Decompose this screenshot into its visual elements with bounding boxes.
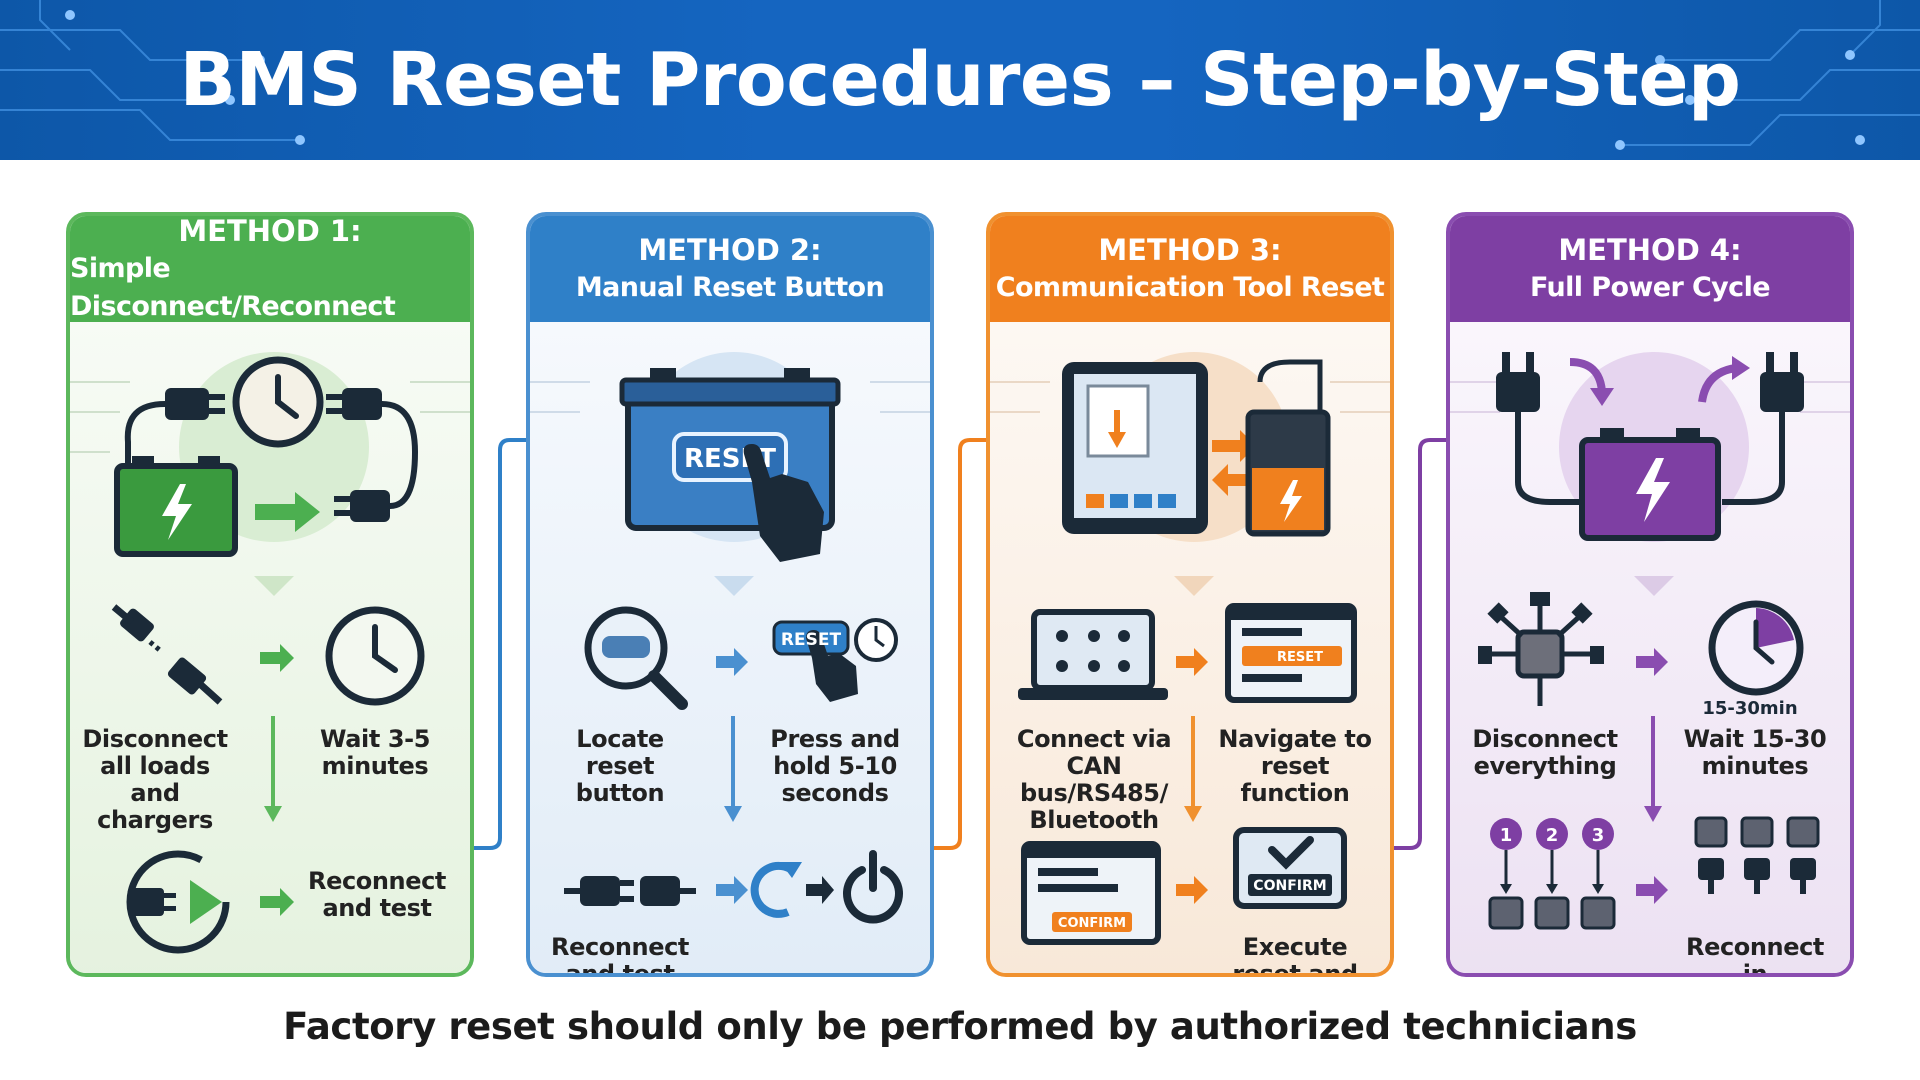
method-2-name: Manual Reset Button xyxy=(575,272,885,303)
method-4-label: METHOD 4: xyxy=(1558,233,1742,267)
clock-icon xyxy=(325,606,425,706)
seq-number-2: 2 xyxy=(1546,825,1559,846)
reconnect-plugs-icon xyxy=(1694,816,1820,894)
timer-badge: 15-30min xyxy=(1702,698,1797,719)
unplug-icon xyxy=(111,604,223,705)
step-1-label: Disconnect everything xyxy=(1472,725,1618,780)
seq-number-3: 3 xyxy=(1592,825,1605,846)
step-1-label: Locate reset button xyxy=(575,725,665,807)
checkmark-screen-icon xyxy=(1233,827,1347,909)
confirm-button-text-2: CONFIRM xyxy=(1253,878,1326,894)
menu-screen-icon xyxy=(1225,603,1357,703)
pointing-hand-icon xyxy=(743,444,824,562)
method-3-illustration: RESET CONFIRM CONFIRM xyxy=(990,352,1390,945)
sequence-icon xyxy=(1488,818,1616,930)
battery-icon xyxy=(1579,428,1721,541)
page-title: BMS Reset Procedures – Step-by-Step xyxy=(179,37,1741,123)
plug-icon xyxy=(1496,352,1804,412)
seq-number-1: 1 xyxy=(1500,825,1513,846)
method-2-panel: METHOD 2: Manual Reset Button RESET xyxy=(526,212,934,977)
method-2-label: METHOD 2: xyxy=(638,233,822,267)
method-1-panel: METHOD 1: Simple Disconnect/Reconnect xyxy=(66,212,474,977)
step-3-label: Reconnect in sequence xyxy=(1685,933,1825,977)
method-1-name: Simple Disconnect/Reconnect xyxy=(70,253,396,322)
hub-unplug-icon xyxy=(1478,592,1604,706)
method-1-label: METHOD 1: xyxy=(178,214,362,248)
footer-warning: Factory reset should only be performed b… xyxy=(283,1005,1637,1048)
step-reset-button-text: RESET xyxy=(1277,650,1323,665)
method-4-illustration: 15-30min 1 2 3 xyxy=(1450,352,1850,930)
step-reset-button-text: RESET xyxy=(781,630,842,650)
step-3-label: Reconnect and test xyxy=(307,867,447,922)
laptop-icon xyxy=(1018,609,1168,700)
method-3-label: METHOD 3: xyxy=(1098,233,1282,267)
step-1-label: Connect via CAN bus/RS485/ Bluetooth xyxy=(1016,725,1172,834)
plug-icon xyxy=(564,876,696,906)
method-1-illustration xyxy=(70,352,470,954)
battery-icon xyxy=(114,456,238,557)
magnifier-icon xyxy=(584,606,688,710)
tablet-icon xyxy=(1062,362,1208,534)
header-banner: BMS Reset Procedures – Step-by-Step xyxy=(0,0,1920,160)
refresh-icon xyxy=(750,861,802,918)
step-1-label: Disconnect all loads and chargers xyxy=(82,725,228,834)
method-2-header: METHOD 2: Manual Reset Button xyxy=(530,216,930,322)
method-2-illustration: RESET RESET xyxy=(530,352,930,924)
confirm-button-text-1: CONFIRM xyxy=(1058,916,1126,931)
step-2-label: Navigate to reset function xyxy=(1218,725,1372,807)
timer-icon xyxy=(1708,600,1804,696)
method-3-panel: METHOD 3: Communication Tool Reset xyxy=(986,212,1394,977)
method-4-name: Full Power Cycle xyxy=(1530,272,1771,303)
circuit-pattern-decoration xyxy=(0,0,1920,150)
plug-icon xyxy=(165,388,390,522)
battery-icon xyxy=(619,368,841,531)
step-4-label: Execute reset and confirm xyxy=(1232,933,1358,977)
method-3-header: METHOD 3: Communication Tool Reset xyxy=(990,216,1390,322)
method-4-panel: METHOD 4: Full Power Cycle xyxy=(1446,212,1854,977)
power-icon xyxy=(843,850,903,924)
step-3-label: Reconnect and test xyxy=(550,933,690,977)
method-1-header: METHOD 1: Simple Disconnect/Reconnect xyxy=(70,216,470,322)
press-reset-icon xyxy=(772,618,898,702)
reconnect-icon xyxy=(126,850,230,954)
step-2-label: Wait 3-5 minutes xyxy=(319,725,431,780)
step-2-label: Wait 15-30 minutes xyxy=(1683,725,1827,780)
battery-icon xyxy=(1245,359,1331,537)
confirm-screen-icon xyxy=(1021,841,1161,945)
method-3-name: Communication Tool Reset xyxy=(995,272,1385,303)
method-4-header: METHOD 4: Full Power Cycle xyxy=(1450,216,1850,322)
step-2-label: Press and hold 5-10 seconds xyxy=(770,725,900,807)
clock-icon xyxy=(232,356,324,448)
